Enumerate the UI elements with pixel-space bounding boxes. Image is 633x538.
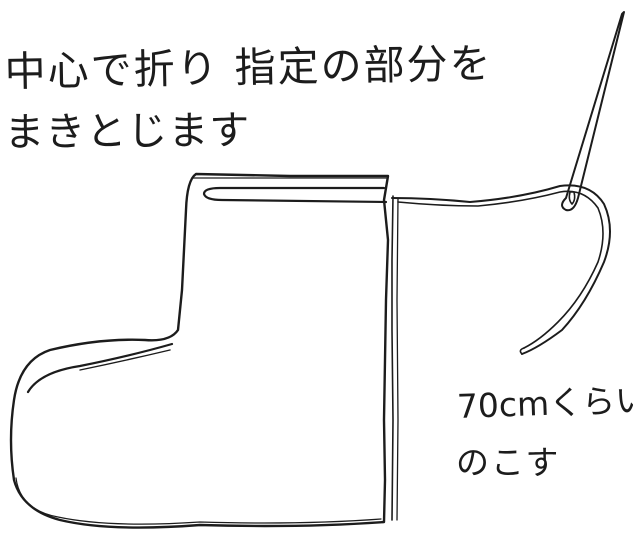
bootie-center-seam [391, 195, 394, 521]
instruction-text-line-2: まきとじます [4, 107, 251, 156]
bootie-outline [9, 172, 399, 529]
yarn-strand [391, 184, 611, 355]
bootie-cuff-fold [202, 186, 388, 204]
needle-icon [561, 11, 625, 212]
bootie-outer-outline [9, 172, 390, 529]
yarn-tail-end [519, 347, 525, 355]
bootie-toe-fold-inner [79, 349, 171, 371]
bootie-center-seam-second [396, 197, 399, 521]
needle-body [561, 11, 625, 212]
bootie-outer-outline-second [15, 177, 387, 525]
needle-eye [568, 191, 576, 205]
yarn-length-note-line-1: 70cmくらい [456, 380, 633, 426]
yarn-length-note-line-2: のこす [456, 443, 561, 482]
instruction-text-line-1: 中心で折り 指定の部分を [4, 39, 493, 96]
yarn-line-outer [391, 184, 611, 355]
yarn-line-inner [397, 190, 604, 349]
bootie-toe-fold [26, 342, 174, 394]
